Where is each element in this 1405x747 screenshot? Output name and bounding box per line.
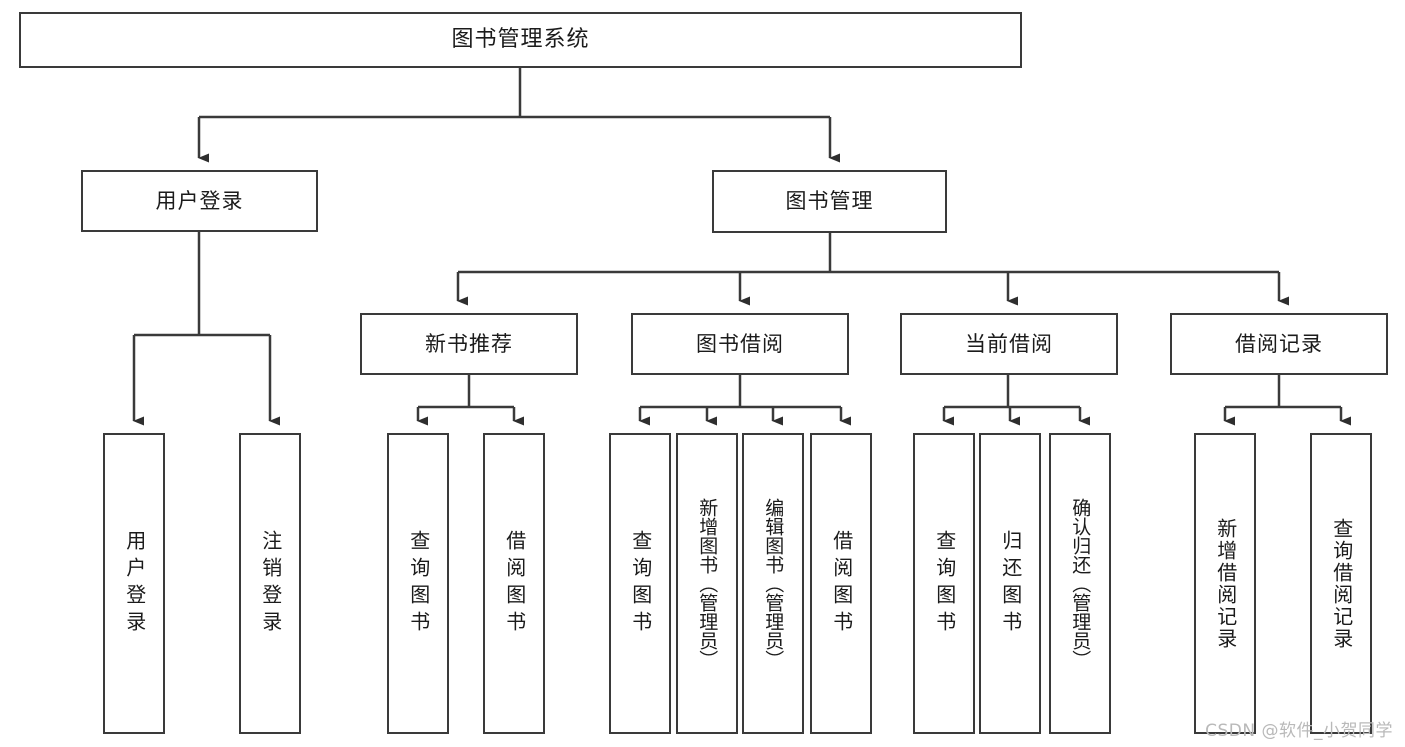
node-label: 查询图书 <box>932 529 957 638</box>
node-book-manage[interactable]: 图书管理 <box>712 170 947 233</box>
node-leaf-user-login[interactable]: 用户登录 <box>103 433 165 734</box>
node-label: 注销登录 <box>258 529 283 638</box>
node-new-book-recommend[interactable]: 新书推荐 <box>360 313 578 375</box>
node-leaf-add-book[interactable]: 新增图书（管理员） <box>676 433 738 734</box>
node-leaf-return-book[interactable]: 归还图书 <box>979 433 1041 734</box>
node-current-borrow[interactable]: 当前借阅 <box>900 313 1118 375</box>
node-root-book-management-system[interactable]: 图书管理系统 <box>19 12 1022 68</box>
node-label: 查询图书 <box>628 529 653 638</box>
node-label: 归还图书 <box>998 529 1023 638</box>
node-label: 借阅记录 <box>1235 331 1323 356</box>
node-leaf-query-book-3[interactable]: 查询图书 <box>913 433 975 734</box>
node-leaf-query-record[interactable]: 查询借阅记录 <box>1310 433 1372 734</box>
node-leaf-edit-book[interactable]: 编辑图书（管理员） <box>742 433 804 734</box>
node-user-login[interactable]: 用户登录 <box>81 170 318 232</box>
node-label: 确认归还（管理员） <box>1069 498 1092 669</box>
node-leaf-confirm-return[interactable]: 确认归还（管理员） <box>1049 433 1111 734</box>
node-label: 查询图书 <box>406 529 431 638</box>
node-label: 当前借阅 <box>965 331 1053 356</box>
node-label: 编辑图书（管理员） <box>762 498 785 669</box>
node-label: 新增借阅记录 <box>1213 517 1238 650</box>
node-label: 新书推荐 <box>425 331 513 356</box>
node-label: 查询借阅记录 <box>1329 517 1354 650</box>
node-book-borrow[interactable]: 图书借阅 <box>631 313 849 375</box>
node-leaf-query-book-1[interactable]: 查询图书 <box>387 433 449 734</box>
node-label: 图书管理系统 <box>451 27 590 53</box>
node-label: 图书借阅 <box>696 331 784 356</box>
node-leaf-query-book-2[interactable]: 查询图书 <box>609 433 671 734</box>
node-borrow-record[interactable]: 借阅记录 <box>1170 313 1388 375</box>
node-label: 借阅图书 <box>502 529 527 638</box>
node-leaf-logout-login[interactable]: 注销登录 <box>239 433 301 734</box>
node-label: 新增图书（管理员） <box>696 498 719 669</box>
node-leaf-borrow-book-1[interactable]: 借阅图书 <box>483 433 545 734</box>
node-label: 借阅图书 <box>829 529 854 638</box>
watermark: CSDN @软件_小贺同学 <box>1205 721 1393 741</box>
node-label: 用户登录 <box>122 529 147 638</box>
node-label: 图书管理 <box>785 189 874 214</box>
node-leaf-add-record[interactable]: 新增借阅记录 <box>1194 433 1256 734</box>
node-label: 用户登录 <box>155 188 244 213</box>
node-leaf-borrow-book-2[interactable]: 借阅图书 <box>810 433 872 734</box>
